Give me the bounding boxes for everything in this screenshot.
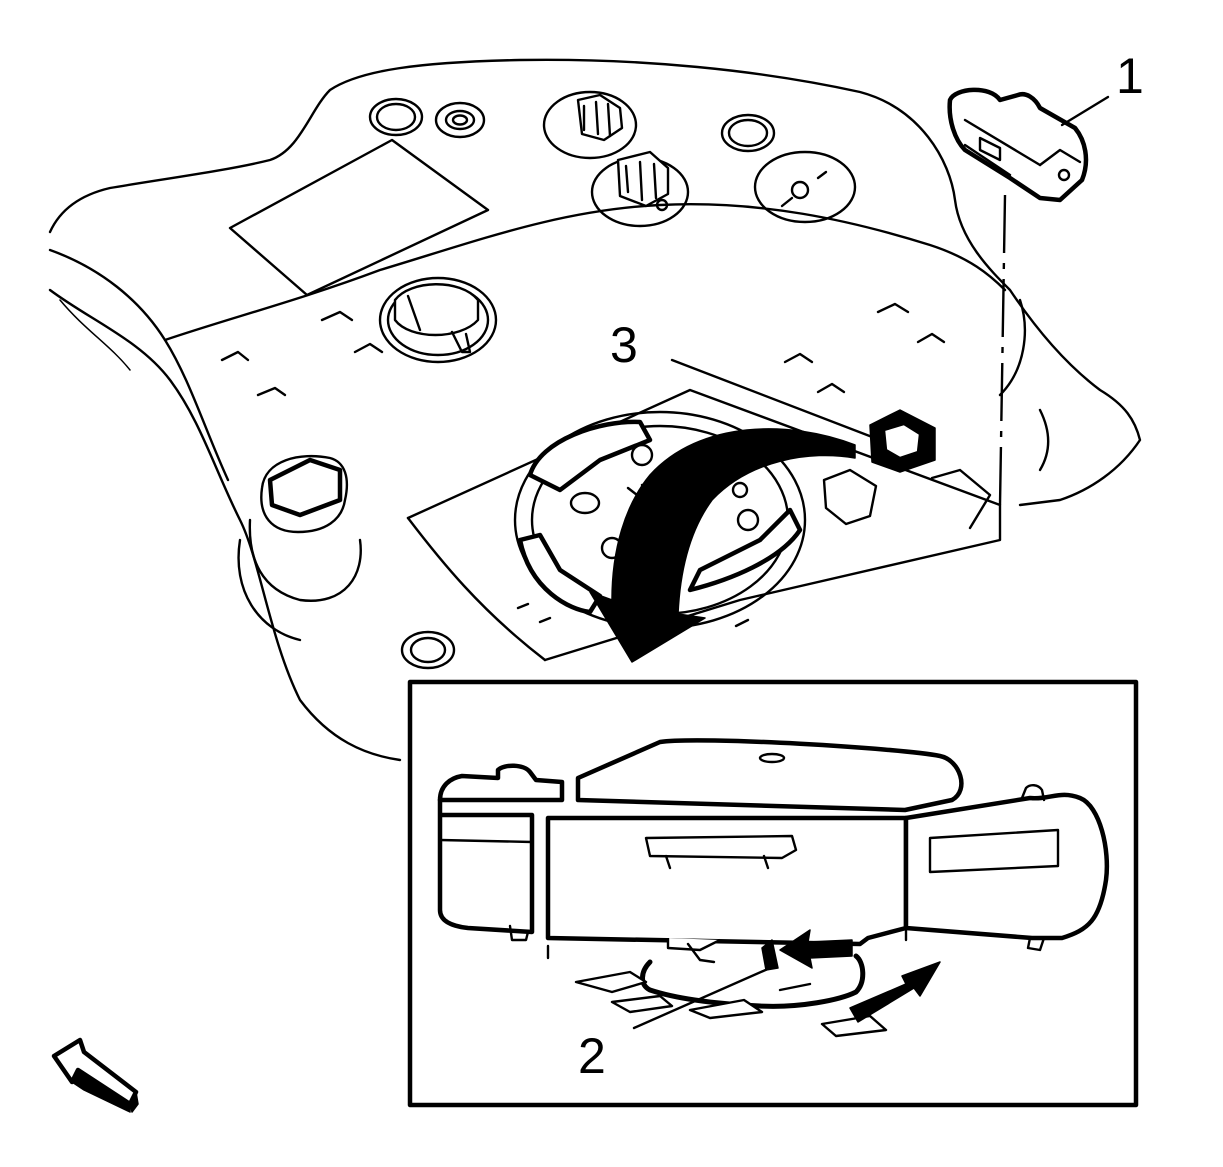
callout-label-2: 2 [578,1028,606,1084]
detail-inset [407,679,1139,1108]
lower-plate [406,388,1002,662]
callout-1-leader [1060,95,1110,127]
pressure-sensor-component [947,87,1110,203]
curved-rotation-arrow-icon [589,428,856,663]
slide-arrow-icon [849,961,941,1023]
vent-ports [368,97,776,153]
locator-marks [220,302,946,628]
electrical-connector-mounts [542,90,857,228]
push-arrow-icon [779,929,853,969]
callout-2-leader [632,966,772,1030]
pressure-regulator [378,276,498,364]
fuel-tank-top-overview [48,58,1142,762]
connector-housing [437,738,1110,960]
auxiliary-module [237,454,456,670]
fuel-tank-outline [48,58,1142,507]
callout-label-1: 1 [1116,48,1144,104]
callout-3-leader [670,358,882,442]
forward-direction-arrow-icon [51,1037,139,1113]
callout-label-3: 3 [610,317,638,373]
installation-path-line [998,194,1007,506]
label-plate [228,138,490,297]
fuel-tank-outer-left-edge [48,288,402,762]
retaining-clip [574,938,888,1038]
sensor-bracket [822,409,992,530]
